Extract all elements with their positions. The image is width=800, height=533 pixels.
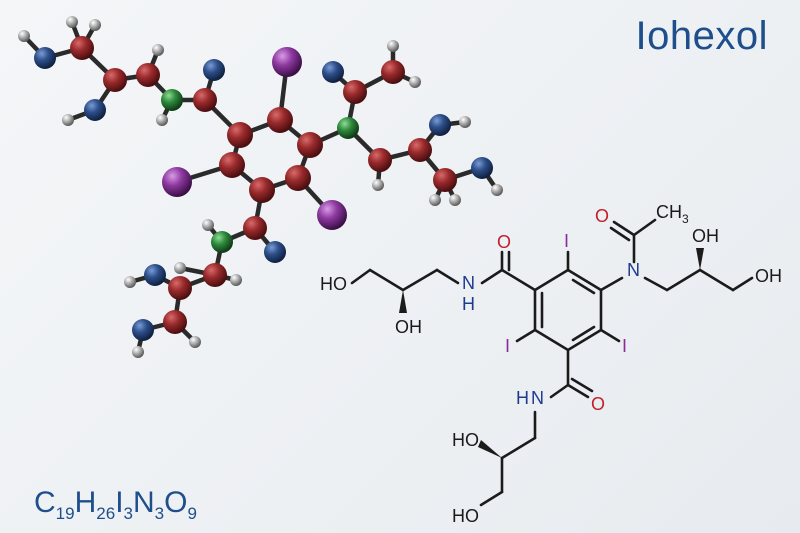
hydrogen-atom [156,114,168,126]
formula-h-count: 26 [96,504,116,523]
oxygen-atom [203,59,225,81]
nitrogen-atom [161,89,183,111]
label-nh-left-h: H [462,294,475,314]
nitrogen-atom [211,231,233,253]
carbon-atom [227,122,253,148]
label-n-acetyl: N [627,260,640,280]
hydrogen-atom [152,44,164,56]
carbon-atom [249,177,275,203]
label-oh-right-top: OH [692,226,719,246]
label-ch3: CH3 [656,202,689,226]
label-i-right: I [622,336,627,356]
iodine-atom [272,47,302,77]
hydrogen-atom [124,276,136,288]
oxygen-atom [471,157,493,179]
nitrogen-atom [337,117,359,139]
carbon-atom [285,165,311,191]
model-atoms [18,16,503,358]
label-ho-bottom-2: HO [452,506,479,526]
carbon-atom [381,60,405,84]
formula-i: I [115,486,124,519]
formula-c: C [34,486,56,519]
oxygen-atom [34,47,56,69]
skeletal-bonds [350,218,754,507]
label-o-amide-bottom: O [591,394,605,414]
hydrogen-atom [459,116,471,128]
label-oh-right-end: OH [755,266,782,286]
oxygen-atom [132,319,154,341]
hydrogen-atom [89,19,101,31]
carbon-atom [343,80,367,104]
label-ho-left: HO [320,274,347,294]
oxygen-atom [264,241,286,263]
formula-o: O [164,486,188,519]
hydrogen-atom [449,194,461,206]
carbon-atom [203,263,227,287]
carbon-atom [103,68,127,92]
carbon-atom [163,310,187,334]
carbon-atom [219,152,245,178]
label-nh-bottom-h: H [516,388,529,408]
hydrogen-atom [202,219,214,231]
formula-h: H [74,486,97,519]
hydrogen-atom [66,16,78,28]
oxygen-atom [144,264,166,286]
label-i-left: I [505,336,510,356]
label-nh-bottom-n: N [531,388,544,408]
hydrogen-atom [491,184,503,196]
hydrogen-atom [62,114,74,126]
carbon-atom [267,107,293,133]
carbon-atom [297,132,323,158]
iodine-atom [317,200,347,230]
carbon-atom [243,216,267,240]
formula-n: N [133,486,155,519]
compound-title: Iohexol [635,14,768,58]
molecular-formula: C19H26I3N3O9 [34,486,197,524]
formula-i-count: 3 [123,504,133,523]
carbon-atom [168,276,192,300]
formula-c-count: 19 [55,504,75,523]
label-nh-left-n: N [462,273,475,293]
skeletal-labels: O N H HO OH I I I N O CH3 OH OH O H N HO… [320,202,782,526]
oxygen-atom [429,114,451,136]
label-ho-bottom-1: HO [452,430,479,450]
oxygen-atom [322,61,344,83]
hydrogen-atom [18,30,30,42]
formula-n-count: 3 [154,504,165,523]
carbon-atom [368,148,392,172]
label-oh-left: OH [395,317,422,337]
carbon-atom [193,88,217,112]
label-o-amide-top: O [497,232,511,252]
hydrogen-atom [387,40,399,52]
carbon-atom [408,138,432,162]
hydrogen-atom [409,76,421,88]
hydrogen-atom [132,346,144,358]
carbon-atom [136,63,160,87]
hydrogen-atom [372,179,384,191]
label-o-acetyl: O [595,206,609,226]
hydrogen-atom [230,274,242,286]
carbon-atom [433,168,457,192]
carbon-atom [70,36,94,60]
oxygen-atom [84,99,106,121]
iodine-atom [162,167,192,197]
hydrogen-atom [189,336,201,348]
hydrogen-atom [429,194,441,206]
label-i-top: I [564,231,569,251]
formula-o-count: 9 [187,504,197,523]
hydrogen-atom [174,262,186,274]
